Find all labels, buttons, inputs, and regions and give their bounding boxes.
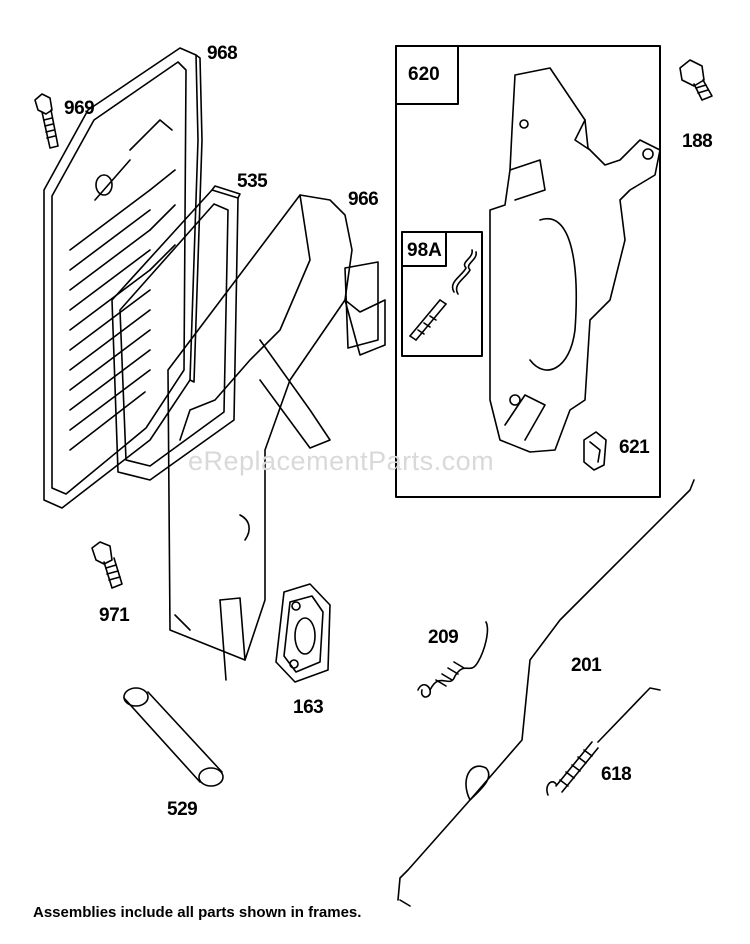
air-cleaner-base-966 — [167, 194, 386, 681]
filter-element-535 — [111, 185, 241, 481]
bolt-969 — [34, 93, 59, 149]
spring-618 — [546, 687, 661, 796]
callout-968: 968 — [207, 43, 238, 64]
bolt-188 — [679, 59, 713, 101]
frame-label-box-98a — [401, 231, 447, 267]
callout-209: 209 — [428, 627, 459, 648]
clip-621 — [583, 431, 607, 471]
callout-529: 529 — [167, 799, 198, 820]
callout-188: 188 — [682, 131, 713, 152]
callout-971: 971 — [99, 605, 130, 626]
callout-966: 966 — [348, 189, 379, 210]
callout-618: 618 — [601, 764, 632, 785]
callout-201: 201 — [571, 655, 602, 676]
callout-621: 621 — [619, 437, 650, 458]
callout-163: 163 — [293, 697, 324, 718]
callout-620: 620 — [408, 64, 440, 85]
gasket-163 — [275, 583, 331, 683]
spring-209 — [417, 621, 489, 698]
callout-98a: 98A — [407, 240, 442, 261]
footnote: Assemblies include all parts shown in fr… — [33, 904, 362, 921]
air-cleaner-cover-968 — [43, 47, 203, 509]
spring-screw-98a — [409, 249, 477, 341]
assembly-frame-620 — [395, 45, 661, 498]
frame-label-box-620 — [395, 45, 459, 105]
rod-201 — [397, 479, 695, 907]
tube-529 — [123, 687, 224, 787]
bolt-971 — [91, 541, 123, 589]
watermark-text: eReplacementParts.com — [188, 446, 495, 476]
control-bracket-620 — [489, 67, 661, 453]
callout-535: 535 — [237, 171, 268, 192]
callout-969: 969 — [64, 98, 95, 119]
